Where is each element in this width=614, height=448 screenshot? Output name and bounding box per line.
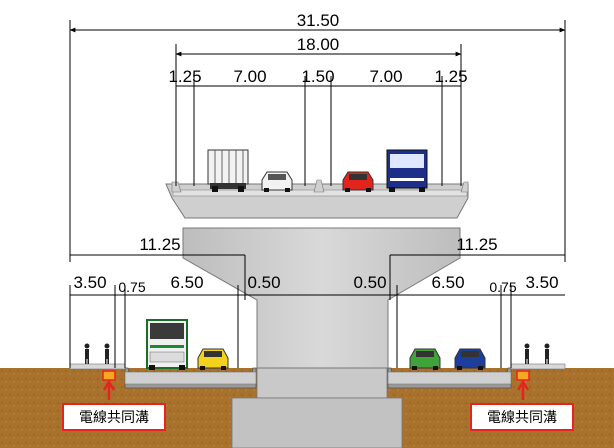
pier-column: [182, 227, 461, 369]
car-icon: [342, 171, 374, 192]
left-sidewalk: [69, 363, 126, 370]
lower-right-sidewalk-label: 3.50: [525, 273, 558, 292]
car-icon: [197, 348, 229, 370]
lower-right-clearance-label: 0.50: [353, 273, 386, 292]
upper-right-shoulder-label: 1.25: [434, 67, 467, 86]
lower-left-lane-label: 6.50: [170, 273, 203, 292]
bus-icon: [386, 149, 428, 192]
truck-icon: [207, 149, 249, 192]
car-icon: [261, 171, 293, 192]
car-icon: [454, 348, 486, 370]
car-icon: [409, 348, 441, 370]
right-conduit-label: 電線共同溝: [487, 410, 557, 426]
upper-left-shoulder-label: 1.25: [168, 67, 201, 86]
right-conduit-box: [516, 370, 530, 381]
lower-left-road-surface: [124, 371, 257, 385]
right-conduit-arrow: [516, 379, 530, 400]
bus-icon: [146, 319, 188, 370]
lower-left-clearance-label: 0.50: [247, 273, 280, 292]
upper-left-lane-label: 7.00: [233, 67, 266, 86]
right-parapet: [460, 181, 469, 193]
lower-left-planting-label: 0.75: [118, 279, 145, 295]
left-conduit-box: [102, 370, 116, 381]
median-barrier: [313, 179, 325, 193]
lower-right-planting-label: 0.75: [489, 279, 516, 295]
lower-right-half-label: 11.25: [456, 235, 497, 254]
right-conduit-label-box: [470, 403, 574, 431]
pedestrian-icon: [84, 343, 110, 364]
pier-footing: [256, 367, 388, 399]
right-sidewalk: [510, 363, 566, 370]
pedestrian-icon: [524, 343, 550, 364]
lower-right-road-surface: [387, 371, 512, 385]
upper-right-lane-label: 7.00: [369, 67, 402, 86]
lower-left-half-label: 11.25: [139, 235, 180, 254]
lower-left-sidewalk-label: 3.50: [73, 273, 106, 292]
total-width-label: 31.50: [297, 11, 340, 30]
upper-median-label: 1.50: [301, 67, 334, 86]
lower-right-lane-label: 6.50: [431, 273, 464, 292]
left-conduit-label-box: [62, 403, 166, 431]
left-conduit-arrow: [102, 379, 116, 400]
pier-foundation: [231, 397, 403, 448]
deck-width-label: 18.00: [297, 35, 340, 54]
left-conduit-label: 電線共同溝: [79, 410, 149, 426]
